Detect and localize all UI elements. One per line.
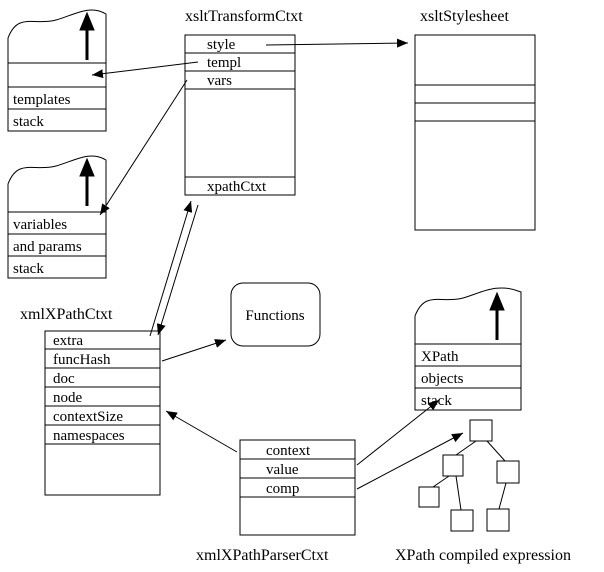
variables-stack-outline [7, 155, 107, 279]
pointer-arrows [91, 38, 464, 490]
transform-ctxt-outline [184, 34, 296, 196]
templates-stack-row-label: stack [13, 114, 44, 130]
tree-edge [455, 475, 462, 511]
arrow-context-to-xpathctxt [165, 410, 238, 453]
field-xpathctxt: xpathCtxt [207, 179, 267, 195]
field-templ: templ [207, 55, 241, 71]
field-node: node [53, 390, 83, 406]
field-context: context [266, 443, 311, 459]
arrow-style-to-stylesheet [265, 38, 409, 48]
tree-node [442, 454, 464, 477]
up-arrow-icon [489, 291, 505, 311]
field-extra: extra [53, 333, 83, 349]
tree-node [450, 509, 474, 532]
tree-edge [432, 475, 450, 488]
variables-stack-row-label: stack [13, 261, 44, 277]
functions-box: Functions [230, 282, 321, 347]
field-value: value [266, 462, 299, 478]
transform-ctxt-struct: style templ vars xpathCtxt [184, 34, 296, 196]
xpath-stack-row-label: objects [421, 371, 464, 387]
tree-node [418, 486, 440, 508]
arrow-comp-to-compiled-tree [356, 432, 464, 490]
up-arrow-icon [79, 11, 95, 31]
arrow-funchash-to-functions [161, 339, 227, 362]
xpath-ctxt-outline [44, 330, 161, 496]
parser-ctxt-struct: context value comp [239, 439, 356, 536]
variables-stack-row-label: and params [13, 239, 82, 255]
tree-node [496, 460, 520, 484]
field-namespaces: namespaces [53, 428, 125, 444]
arrow-templ-to-templates-stack [91, 61, 199, 79]
functions-label: Functions [245, 308, 304, 324]
field-style: style [207, 37, 236, 53]
functions-outline [230, 282, 321, 347]
tree-edge [455, 440, 477, 456]
tree-node [469, 419, 493, 442]
tree-edge [498, 482, 507, 510]
xpath-stack-row-label: stack [421, 393, 452, 409]
field-contextsize: contextSize [53, 409, 123, 425]
stylesheet-struct [414, 34, 536, 231]
xpath-ctxt-struct: extra funcHash doc node contextSize name… [44, 330, 161, 496]
field-vars: vars [207, 73, 232, 89]
variables-stack: variables and params stack [7, 155, 107, 279]
xpath-objects-stack: XPath objects stack [414, 287, 522, 411]
field-funchash: funcHash [53, 352, 111, 368]
title-xpath-compiled-expression: XPath compiled expression [395, 547, 571, 564]
title-xslt-transform-ctxt: xsltTransformCtxt [185, 8, 303, 25]
arrow-value-to-xpath-stack [356, 399, 440, 466]
arrow-vars-to-variables-stack [99, 79, 188, 216]
field-comp: comp [266, 481, 299, 497]
tree-edge [486, 440, 506, 462]
up-arrow-icon [79, 157, 95, 177]
field-doc: doc [53, 371, 75, 387]
xpath-objects-stack-outline [414, 287, 522, 411]
xpath-stack-row-label: XPath [421, 349, 459, 365]
parser-ctxt-outline [239, 439, 356, 536]
templates-stack-row-label: templates [13, 92, 71, 108]
title-xslt-stylesheet: xsltStylesheet [420, 8, 509, 25]
tree-node [486, 508, 510, 532]
templates-stack: templates stack [7, 9, 107, 132]
stylesheet-outline [414, 34, 536, 231]
compiled-expression-tree [418, 419, 520, 532]
variables-stack-row-label: variables [13, 217, 67, 233]
templates-stack-outline [7, 9, 107, 132]
arrow-xpathctxt-down [156, 204, 199, 336]
title-xml-xpath-parser-ctxt: xmlXPathParserCtxt [196, 547, 329, 564]
arrow-xpathctxt-up [149, 200, 193, 337]
title-xml-xpath-ctxt: xmlXPathCtxt [20, 306, 113, 323]
